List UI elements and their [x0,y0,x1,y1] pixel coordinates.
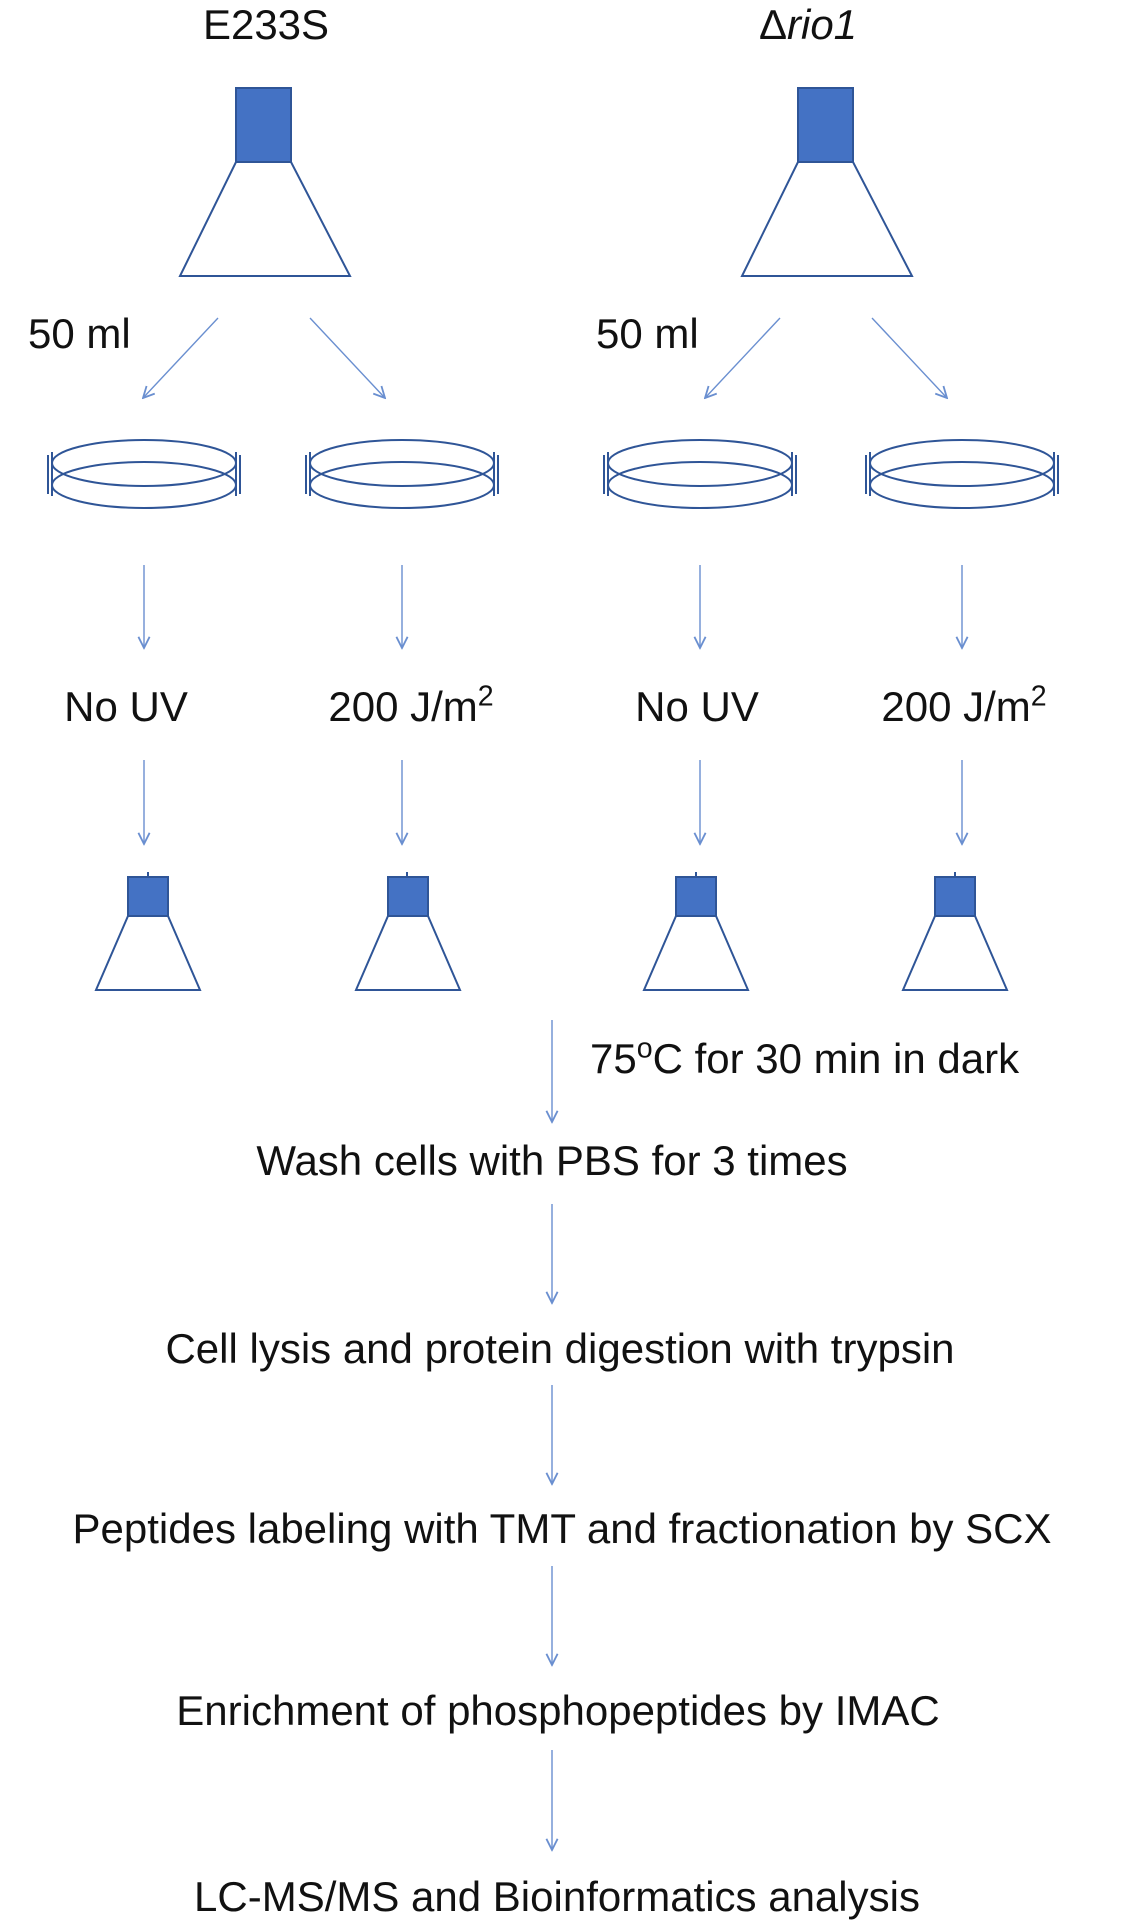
small-flask [94,872,202,991]
split-arrow [705,317,781,398]
small-flask [642,872,750,991]
small-flask [901,872,1009,991]
treatment-label-uv-dose: 200 J/m2 [328,680,494,730]
treatment-label-uv-dose: 200 J/m2 [881,680,1047,730]
volume-label: 50 ml [28,310,131,357]
large-flask-rio1 [740,87,914,277]
step-imac-enrichment: Enrichment of phosphopeptides by IMAC [176,1687,940,1734]
split-arrow [871,317,947,398]
step-cell-lysis: Cell lysis and protein digestion with tr… [165,1325,955,1372]
volume-label: 50 ml [596,310,699,357]
split-arrow [309,317,385,398]
step-tmt-labeling: Peptides labeling with TMT and fractiona… [72,1505,1052,1552]
strain-label-e233s: E233S [202,1,330,48]
step-lcms-analysis: LC-MS/MS and Bioinformatics analysis [194,1873,920,1920]
petri-dish [865,439,1059,509]
split-arrow [143,317,219,398]
petri-dish [47,439,241,509]
step-wash-cells: Wash cells with PBS for 3 times [256,1137,848,1184]
treatment-label-no-uv: No UV [64,683,188,730]
strain-label-rio1: Δrio1 [758,1,858,48]
incubation-label: 75oC for 30 min in dark [590,1032,1020,1082]
large-flask-e233s [178,87,352,277]
treatment-label-no-uv: No UV [635,683,759,730]
petri-dish [603,439,797,509]
small-flask [354,872,462,991]
petri-dish [305,439,499,509]
